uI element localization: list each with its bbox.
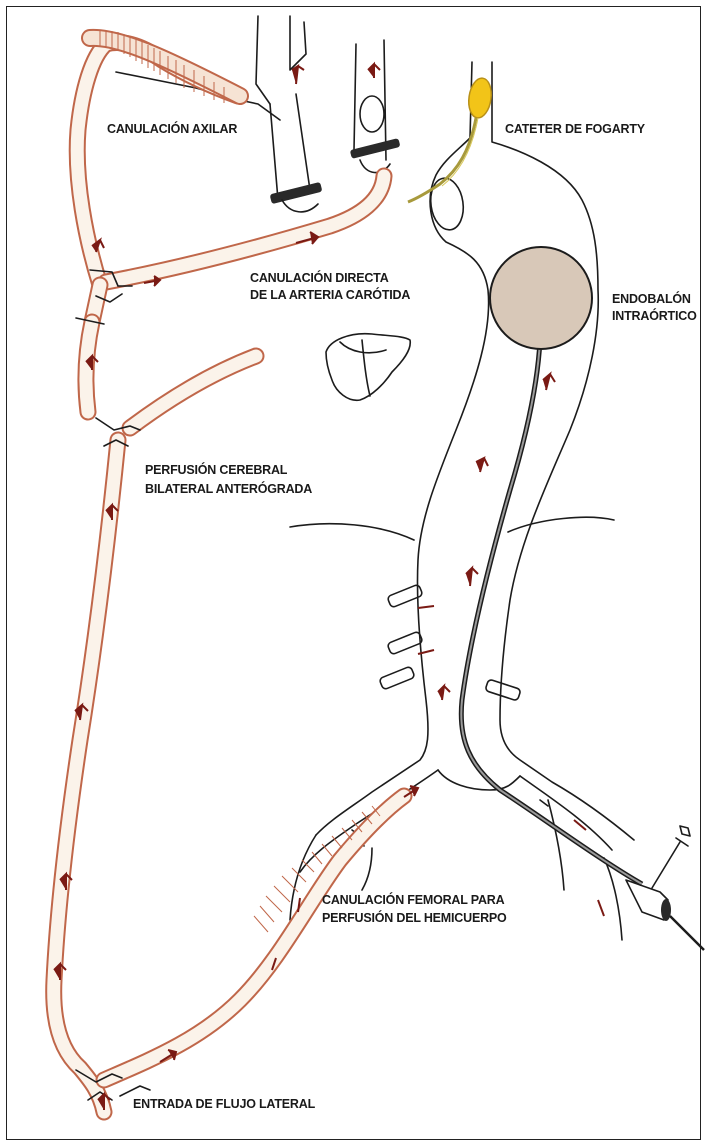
carotid-vessel xyxy=(350,40,401,173)
label-intraortico: INTRAÓRTICO xyxy=(612,308,697,323)
endoballoon-intraaortic xyxy=(461,247,704,950)
fogarty-catheter xyxy=(408,77,494,202)
label-entrada-flujo-lateral: ENTRADA DE FLUJO LATERAL xyxy=(133,1097,316,1111)
label-perfusion-hemicuerpo: PERFUSIÓN DEL HEMICUERPO xyxy=(322,910,507,925)
axillary-cannula-tip xyxy=(90,30,240,103)
arterial-cannula-circuit xyxy=(54,30,404,1112)
label-canulacion-axilar: CANULACIÓN AXILAR xyxy=(107,121,237,136)
label-perfusion-cerebral: PERFUSIÓN CEREBRAL xyxy=(145,462,288,477)
label-cateter-fogarty: CATETER DE FOGARTY xyxy=(505,122,646,136)
label-bilateral-anterograda: BILATERAL ANTERÓGRADA xyxy=(145,481,312,496)
aorta-outline xyxy=(290,62,634,940)
aortic-valve-sketch xyxy=(326,334,410,401)
label-canulacion-directa: CANULACIÓN DIRECTA xyxy=(250,270,389,285)
label-endobalon: ENDOBALÓN xyxy=(612,291,691,306)
visceral-branches xyxy=(379,584,521,701)
label-canulacion-femoral: CANULACIÓN FEMORAL PARA xyxy=(322,892,505,907)
label-arteria-carotida: DE LA ARTERIA CARÓTIDA xyxy=(250,287,410,302)
